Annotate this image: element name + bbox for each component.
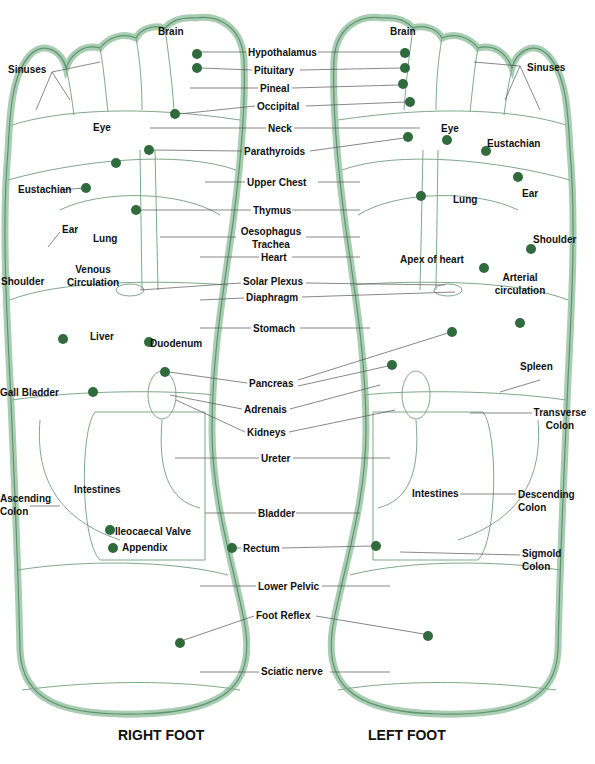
organ-label: Eye (93, 121, 111, 134)
organ-label: Ureter (261, 452, 290, 465)
organ-label: Upper Chest (247, 176, 306, 189)
organ-label: Pituitary (254, 64, 294, 77)
organ-label: Ear (62, 223, 78, 236)
organ-label: Occipital (257, 100, 299, 113)
organ-label: Duodenum (150, 337, 202, 350)
organ-label: Pancreas (249, 377, 293, 390)
organ-label: Sinuses (8, 63, 46, 76)
organ-label: Spleen (520, 360, 553, 373)
organ-label: Sciatic nerve (261, 665, 323, 678)
foot-title: LEFT FOOT (368, 727, 446, 743)
organ-label: Arterial circulation (488, 271, 552, 297)
organ-label: Lung (453, 193, 477, 206)
organ-label: Adrenais (244, 403, 287, 416)
leader-lines (30, 52, 540, 672)
organ-label: Ascending Colon (0, 492, 58, 518)
left-foot-outline (331, 17, 573, 714)
organ-label: Foot Reflex (256, 609, 310, 622)
organ-label: Diaphragm (246, 291, 298, 304)
organ-label: Eye (441, 122, 459, 135)
organ-label: Transverse Colon (530, 406, 590, 432)
organ-label: Rectum (243, 542, 280, 555)
organ-label: Liver (90, 330, 114, 343)
organ-label: Eustachian (487, 137, 540, 150)
organ-label: Venous Circulation (62, 263, 124, 289)
organ-label: Intestines (412, 487, 459, 500)
foot-title: RIGHT FOOT (118, 727, 204, 743)
organ-label: Ileocaecal Valve (115, 525, 191, 538)
organ-label: Parathyroids (244, 145, 305, 158)
right-foot-outline (5, 17, 247, 714)
organ-label: Oesophagus Trachea (236, 225, 306, 251)
organ-label: Ear (522, 187, 538, 200)
organ-label: Apex of heart (400, 253, 464, 266)
organ-label: Sinuses (527, 61, 565, 74)
organ-label: Brain (390, 25, 416, 38)
organ-label: Hypothalamus (248, 46, 317, 59)
organ-label: Shoulder (533, 233, 576, 246)
organ-label: Heart (261, 251, 287, 264)
organ-label: Appendix (122, 541, 168, 554)
organ-label: Sigmold Colon (522, 547, 572, 573)
organ-label: Thymus (253, 204, 291, 217)
reflex-points (58, 48, 536, 648)
organ-label: Lower Pelvic (258, 580, 319, 593)
organ-label: Solar Plexus (243, 275, 303, 288)
organ-label: Kidneys (247, 426, 286, 439)
organ-label: Brain (158, 25, 184, 38)
organ-label: Stomach (253, 322, 295, 335)
organ-label: Pineal (260, 82, 289, 95)
organ-label: Neck (268, 122, 292, 135)
organ-label: Intestines (74, 483, 121, 496)
organ-label: Gall Bladder (0, 386, 59, 399)
organ-label: Eustachian (18, 183, 71, 196)
organ-label: Bladder (258, 507, 295, 520)
organ-label: Lung (93, 232, 117, 245)
organ-label: Descending Colon (518, 488, 580, 514)
organ-label: Shoulder (1, 275, 44, 288)
